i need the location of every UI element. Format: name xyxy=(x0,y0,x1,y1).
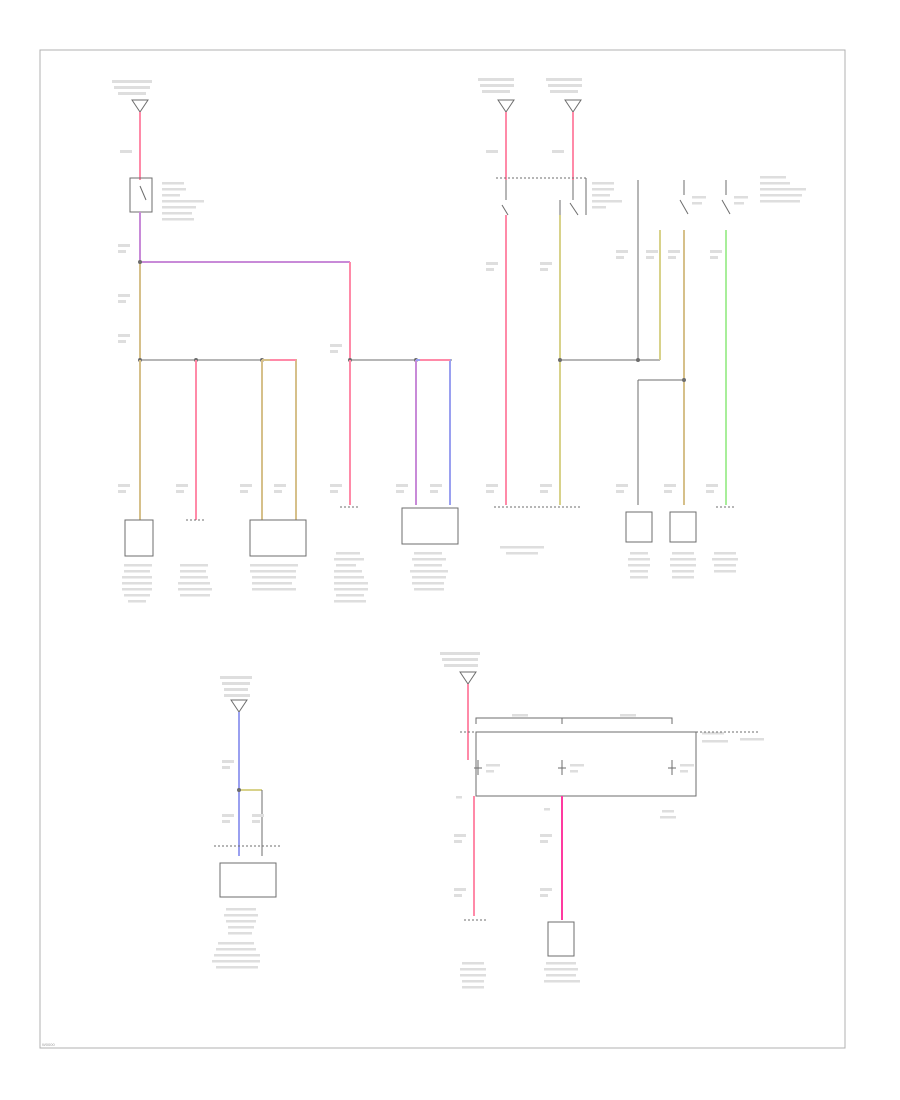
label-hot-at-all-times-1 xyxy=(112,80,152,95)
component-7 xyxy=(625,511,653,543)
label-switches xyxy=(692,176,806,205)
wire-labels-left xyxy=(118,150,442,493)
fuse-connector-2 xyxy=(497,99,515,113)
component-8 xyxy=(669,511,697,543)
label-hot-in-run xyxy=(220,676,252,697)
relay-1 xyxy=(129,177,153,213)
fuse-connector-1 xyxy=(131,99,149,113)
label-relay-2 xyxy=(592,182,622,209)
wire-labels-bottom-right xyxy=(454,834,552,897)
component-labels-bottom-right xyxy=(460,962,580,989)
fuse-connector-5 xyxy=(459,671,477,685)
wire-tan-4 xyxy=(262,359,297,520)
fuse-connector-4 xyxy=(230,699,248,713)
component-3 xyxy=(249,519,307,557)
diagram-id: W0000 xyxy=(42,1042,55,1047)
label-fuse-bus xyxy=(512,714,764,819)
component-1 xyxy=(124,519,154,557)
label-hot-at-all-times-2 xyxy=(478,78,582,93)
diagram-frame xyxy=(39,49,846,1049)
component-labels-right xyxy=(500,546,738,579)
fuse-box xyxy=(475,731,697,797)
component-12 xyxy=(547,921,575,957)
component-5 xyxy=(401,507,459,545)
component-labels-left xyxy=(122,552,448,603)
wire-blue-1 xyxy=(416,359,451,505)
fuses xyxy=(474,760,676,775)
wire-labels-right xyxy=(486,150,722,493)
label-relay-1 xyxy=(162,182,204,221)
component-10 xyxy=(219,862,277,898)
fuse-connector-3 xyxy=(564,99,582,113)
label-hot-at-all-times-3 xyxy=(440,652,480,667)
wire-labels-bottom-left xyxy=(222,760,264,823)
fuse-labels xyxy=(456,764,694,811)
component-labels-bottom-left xyxy=(212,908,260,969)
fuse-block-bus xyxy=(475,717,673,724)
